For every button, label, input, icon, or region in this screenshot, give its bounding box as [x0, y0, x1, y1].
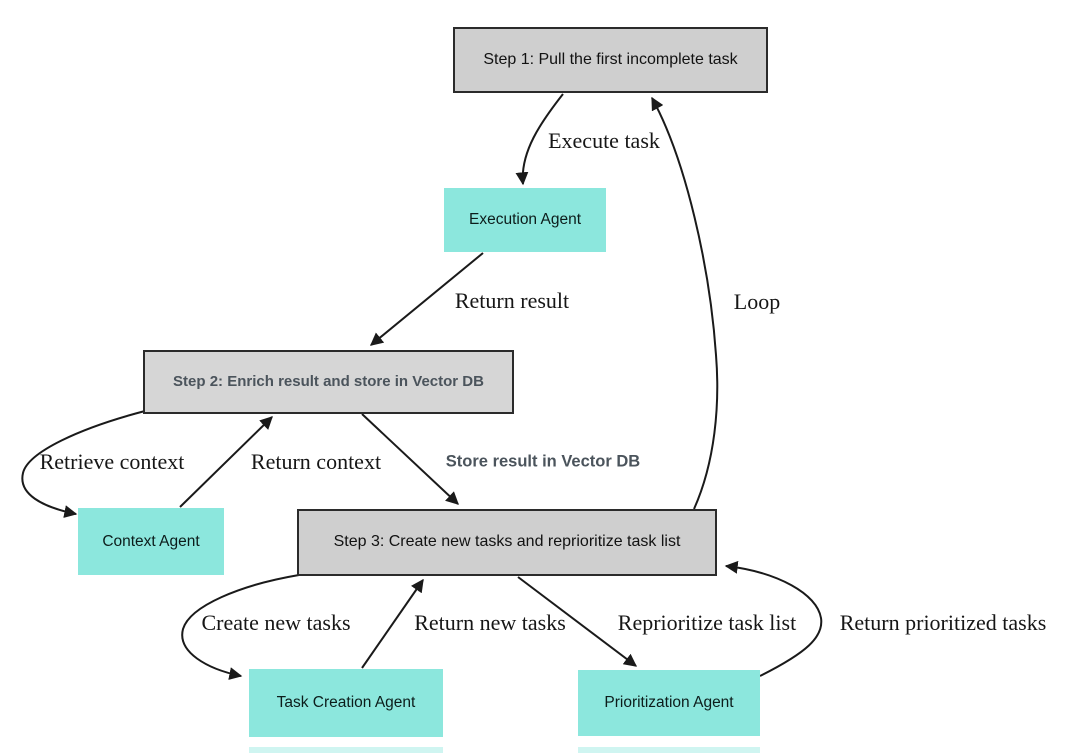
edge-label-return-new-tasks: Return new tasks — [414, 610, 566, 635]
node-step3: Step 3: Create new tasks and reprioritiz… — [297, 509, 717, 576]
edge-store-result — [361, 413, 459, 505]
edge-loop — [651, 96, 719, 510]
edge-label-reprioritize-task-list: Reprioritize task list — [617, 610, 797, 635]
edge-return-prioritized-tasks — [724, 560, 823, 677]
bottom-reflection-right — [578, 747, 760, 753]
node-prioritization-agent: Prioritization Agent — [578, 670, 760, 736]
edge-execute-task — [515, 93, 564, 186]
node-step1: Step 1: Pull the first incomplete task — [453, 27, 768, 93]
edge-create-new-tasks — [181, 574, 300, 681]
edge-label-return-context: Return context — [250, 449, 382, 474]
edge-label-return-prioritized-tasks: Return prioritized tasks — [839, 610, 1047, 635]
edge-return-new-tasks — [361, 578, 424, 669]
node-step2: Step 2: Enrich result and store in Vecto… — [143, 350, 514, 414]
edge-reprioritize-task-list — [517, 576, 638, 667]
edge-label-loop: Loop — [733, 289, 781, 314]
edge-retrieve-context — [21, 410, 146, 519]
edge-label-create-new-tasks: Create new tasks — [201, 610, 351, 635]
edge-return-result — [369, 252, 484, 346]
node-context-agent: Context Agent — [78, 508, 224, 575]
edge-label-retrieve-context: Retrieve context — [39, 449, 185, 474]
node-task-creation-agent: Task Creation Agent — [249, 669, 443, 737]
bottom-reflection-left — [249, 747, 443, 753]
edge-return-context — [179, 416, 273, 508]
node-execution-agent: Execution Agent — [444, 188, 606, 252]
edge-label-store-result: Store result in Vector DB — [445, 452, 641, 471]
edge-label-return-result: Return result — [454, 288, 570, 313]
edge-label-execute-task: Execute task — [548, 128, 660, 153]
